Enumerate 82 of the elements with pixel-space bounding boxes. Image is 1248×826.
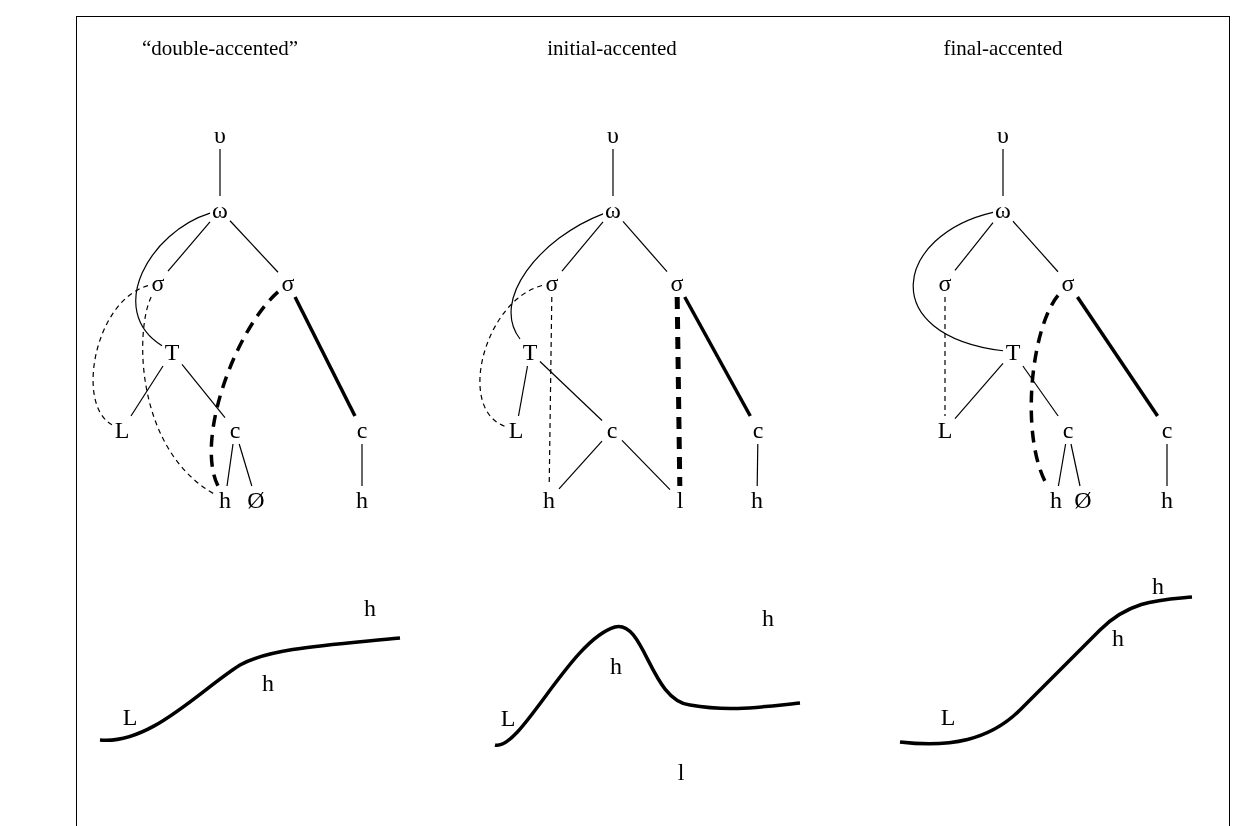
column-title: “double-accented” [141,37,299,59]
branch-line [135,212,211,347]
tone-label: L [940,705,956,729]
tree-node-symbol: c [229,418,241,442]
tree-node-symbol: h [219,488,231,512]
branch-line [683,296,752,417]
branch-line [1002,148,1004,197]
tree-node-symbol: ω [995,198,1011,222]
association-line [142,296,216,496]
tree-node-symbol: σ [545,271,559,295]
tone-label: L [500,706,516,730]
tree-node-symbol: υ [997,123,1009,147]
association-line [479,284,543,428]
tree-node-symbol: σ [670,271,684,295]
association-line [209,290,280,487]
branch-line [293,296,357,417]
tone-label: h [364,596,376,620]
branch-line [539,360,603,422]
branch-line [517,365,529,417]
tree-node-symbol: c [752,418,764,442]
tree-node-symbol: L [508,418,524,442]
tone-label: h [1112,626,1124,650]
tree-node-symbol: T [164,340,180,364]
branch-line [1022,365,1059,417]
tree-node-symbol: υ [607,123,619,147]
branch-line [622,220,668,273]
tone-label: L [122,705,138,729]
tone-label: h [610,654,622,678]
branch-line [561,221,604,272]
branch-line [756,443,759,487]
tree-node-symbol: h [1161,488,1173,512]
tree-node-symbol: h [356,488,368,512]
branch-line [1057,443,1067,487]
tree-node-symbol: Ø [247,488,265,512]
tone-label: h [1152,574,1164,598]
branch-line [167,221,211,272]
tree-node-symbol: c [356,418,368,442]
branch-line [558,440,603,490]
branch-line [510,213,604,340]
branch-line [238,443,253,487]
tree-node-symbol: σ [281,271,295,295]
tone-label: h [762,606,774,630]
tree-node-symbol: T [1005,340,1021,364]
branch-line [1070,443,1081,487]
tree-node-symbol: h [1050,488,1062,512]
branch-line [621,439,671,491]
tree-node-symbol: σ [151,271,165,295]
tone-label: h [262,671,274,695]
branch-line [954,222,994,271]
branch-line [229,220,279,273]
branch-line [1075,296,1160,417]
column-title: initial-accented [547,37,677,59]
tree-node-symbol: σ [938,271,952,295]
tree-node-symbol: h [751,488,763,512]
tone-label: l [677,760,685,784]
tree-node-symbol: L [937,418,953,442]
tree-node-symbol: ω [212,198,228,222]
branch-line [1012,220,1059,273]
association-line [944,296,946,417]
branch-line [361,443,363,487]
branch-line [219,148,221,197]
branch-line [181,363,226,419]
branch-line [612,148,614,197]
association-line [674,296,683,487]
tree-node-symbol: T [522,340,538,364]
branch-line [954,362,1004,420]
tree-node-symbol: c [1161,418,1173,442]
tree-node-symbol: ω [605,198,621,222]
association-line [92,285,149,426]
branch-line [912,211,1004,352]
branch-line [130,365,164,417]
tree-node-symbol: h [543,488,555,512]
tree-node-symbol: c [1062,418,1074,442]
tree-node-symbol: σ [1061,271,1075,295]
tree-node-symbol: c [606,418,618,442]
tree-node-symbol: l [676,488,684,512]
branch-line [1166,443,1168,487]
tree-node-symbol: Ø [1074,488,1092,512]
column-title: final-accented [943,37,1063,59]
branch-line [226,443,234,487]
tree-node-symbol: υ [214,123,226,147]
tree-node-symbol: L [114,418,130,442]
